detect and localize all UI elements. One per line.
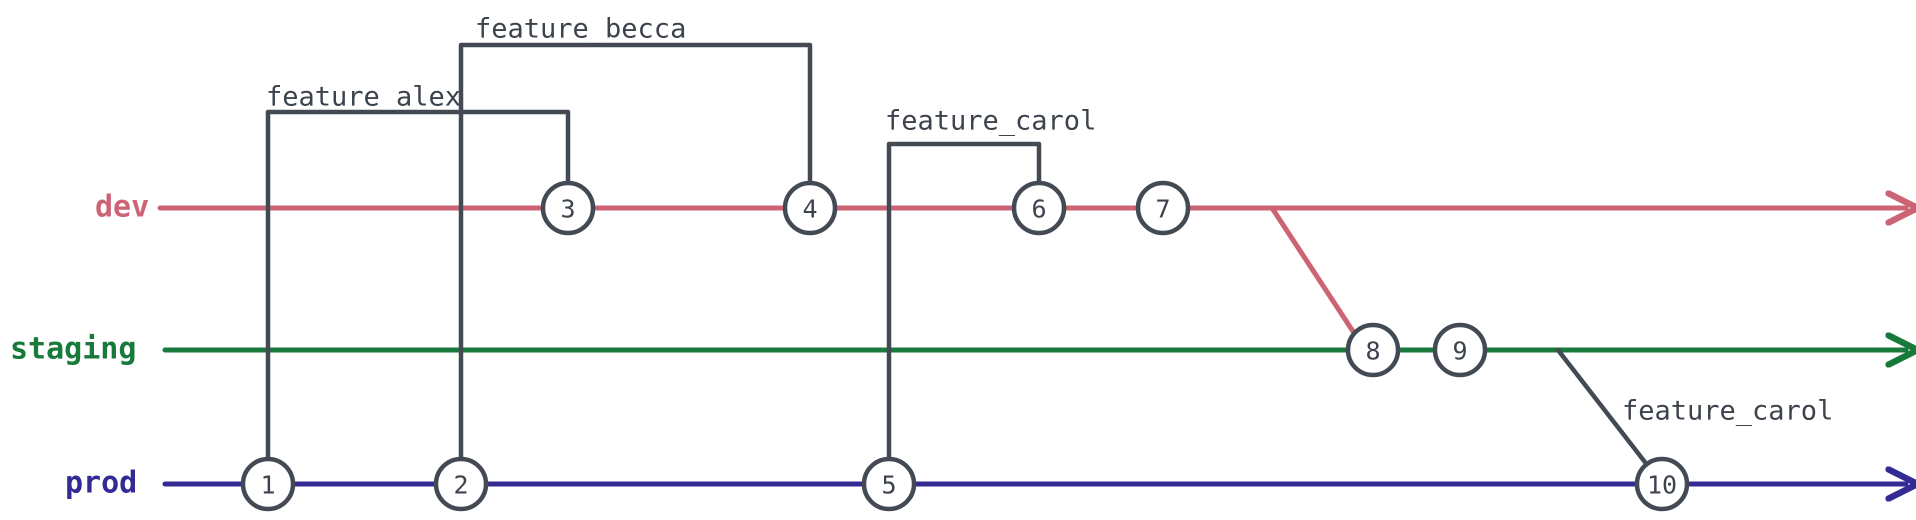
commit-node-label: 3 [560,195,575,224]
commit-node-label: 4 [802,195,817,224]
commit-node-circle[interactable] [1634,456,1690,512]
feature-branch-path-becca [458,42,813,462]
commit-node-circle[interactable] [861,456,917,512]
lane-lines [157,208,1906,484]
commit-node-label: 7 [1155,195,1170,224]
lane-label-dev: dev [95,190,149,225]
lane-label-prod: prod [65,466,137,501]
feature-branch-paths [265,42,1651,469]
commit-node-label: 1 [260,471,275,500]
lane-labels: dev staging prod [10,190,149,501]
commit-node-4[interactable]: 4 [782,180,838,236]
commit-node-2[interactable]: 2 [433,456,489,512]
feature-label-becca: feature_becca [475,14,686,45]
commit-node-10[interactable]: 10 [1634,456,1690,512]
commit-node-circle[interactable] [1345,322,1401,378]
commit-node-label: 2 [453,471,468,500]
commit-node-circle[interactable] [782,180,838,236]
feature-branch-path-carol [886,141,1042,462]
commit-node-1[interactable]: 1 [240,456,296,512]
commit-node-5[interactable]: 5 [861,456,917,512]
feature-label-alex: feature_alex [266,82,461,113]
lane-label-staging: staging [10,332,136,367]
commit-node-label: 6 [1031,195,1046,224]
commit-node-label: 9 [1452,337,1467,366]
feature-branch-path-alex [265,109,571,462]
commit-node-label: 5 [881,471,896,500]
commit-node-circle[interactable] [1432,322,1488,378]
feature-label-carol: feature_carol [885,106,1096,137]
commit-node-circle[interactable] [240,456,296,512]
commit-node-9[interactable]: 9 [1432,322,1488,378]
feature-label-carol-deploy: feature_carol [1622,396,1833,427]
commit-nodes: 1 2 3 4 5 6 7 8 [240,180,1690,512]
feature-branch-labels: feature_alex feature_becca feature_carol… [266,14,1833,427]
commit-node-3[interactable]: 3 [540,180,596,236]
commit-node-6[interactable]: 6 [1011,180,1067,236]
commit-node-circle[interactable] [1011,180,1067,236]
commit-node-8[interactable]: 8 [1345,322,1401,378]
commit-node-circle[interactable] [1135,180,1191,236]
merge-paths [1269,205,1361,342]
commit-node-label: 10 [1647,471,1677,500]
commit-node-label: 8 [1365,337,1380,366]
commit-node-circle[interactable] [433,456,489,512]
feature-branch-path-carol-deploy [1555,347,1651,469]
commit-node-7[interactable]: 7 [1135,180,1191,236]
commit-node-circle[interactable] [540,180,596,236]
merge-path-dev-to-staging [1269,205,1361,342]
